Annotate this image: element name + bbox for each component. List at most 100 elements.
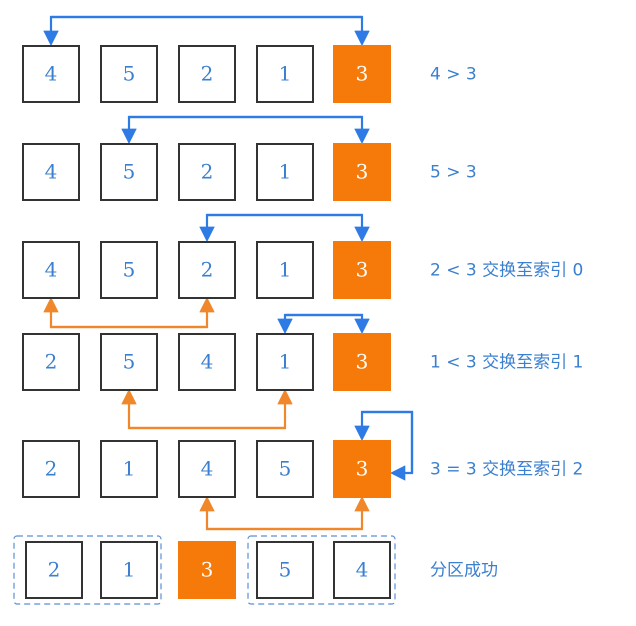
row-6: 2 1 3 5 4 分区成功 [25, 541, 498, 599]
compare-arrow-row-2-left [121, 115, 362, 145]
cell-value: 3 [356, 62, 369, 86]
array-cell: 1 [256, 241, 314, 299]
cell-value: 4 [356, 558, 369, 582]
array-cell: 2 [178, 241, 236, 299]
array-cell: 1 [256, 45, 314, 103]
array-cell: 4 [22, 143, 80, 201]
cell-value: 3 [356, 160, 369, 184]
cell-box [178, 143, 236, 201]
array-cell: 5 [100, 45, 158, 103]
swap-arrow-row-3-left [43, 296, 207, 329]
step-note: 5 > 3 [430, 163, 477, 183]
compare-arrow-row-2-right [129, 115, 370, 145]
pivot-cell: 3 [333, 241, 391, 299]
cell-box [100, 541, 158, 599]
compare-arrow-row-3-left [199, 213, 362, 243]
cell-value: 4 [45, 62, 58, 86]
cell-value: 5 [123, 62, 136, 86]
compare-arrow-row-1-right [51, 15, 370, 47]
pivot-cell: 3 [178, 541, 236, 599]
array-cell: 1 [100, 440, 158, 498]
swap-arrow-row-4-left [121, 388, 285, 430]
cell-value: 2 [201, 160, 214, 184]
array-cell: 2 [22, 333, 80, 391]
cell-box [22, 440, 80, 498]
array-cell: 1 [256, 143, 314, 201]
pivot-cell: 3 [333, 440, 391, 498]
cell-value: 3 [356, 258, 369, 282]
cell-box [333, 541, 391, 599]
cell-box [178, 241, 236, 299]
cell-value: 1 [279, 160, 292, 184]
cell-value: 1 [279, 62, 292, 86]
step-note: 4 > 3 [430, 65, 477, 85]
pivot-cell: 3 [333, 333, 391, 391]
cell-value: 2 [201, 62, 214, 86]
compare-arrow-row-4-right [285, 313, 370, 335]
step-note: 分区成功 [430, 561, 498, 581]
swap-arrow-row-5-left [199, 495, 362, 531]
array-cell: 4 [22, 241, 80, 299]
cell-box [100, 333, 158, 391]
array-cell: 5 [100, 333, 158, 391]
row-3: 4 5 2 1 3 2 < 3 交换至索引 0 [22, 241, 583, 299]
cell-box [100, 45, 158, 103]
array-cell: 2 [25, 541, 83, 599]
cell-box [178, 440, 236, 498]
cell-box [100, 143, 158, 201]
cell-box [22, 241, 80, 299]
pivot-box [333, 241, 391, 299]
array-cell: 2 [178, 143, 236, 201]
cell-value: 5 [123, 258, 136, 282]
cell-box [256, 45, 314, 103]
cell-box [256, 143, 314, 201]
cell-value: 5 [279, 457, 292, 481]
array-cell: 5 [256, 440, 314, 498]
pivot-box [333, 440, 391, 498]
cell-value: 3 [356, 457, 369, 481]
cell-value: 4 [201, 350, 214, 374]
swap-arrow-row-3-right [51, 296, 215, 329]
pivot-cell: 3 [333, 143, 391, 201]
cell-box [256, 333, 314, 391]
cell-box [178, 45, 236, 103]
cell-box [178, 333, 236, 391]
array-cell: 4 [178, 440, 236, 498]
cell-box [100, 440, 158, 498]
row-1: 4 5 2 1 3 4 > 3 [22, 45, 477, 103]
array-cell: 1 [256, 333, 314, 391]
array-cell: 5 [100, 143, 158, 201]
cell-value: 5 [123, 350, 136, 374]
cell-box [256, 241, 314, 299]
step-note: 1 < 3 交换至索引 1 [430, 353, 583, 373]
array-cell: 5 [100, 241, 158, 299]
step-note: 3 = 3 交换至索引 2 [430, 460, 583, 480]
right-partition-group [247, 535, 396, 605]
array-cell: 4 [333, 541, 391, 599]
step-note: 2 < 3 交换至索引 0 [430, 261, 583, 281]
compare-arrow-row-3-right [207, 213, 370, 243]
array-cell: 4 [22, 45, 80, 103]
cell-value: 1 [123, 558, 136, 582]
cell-box [100, 241, 158, 299]
cell-value: 3 [201, 558, 214, 582]
left-partition-group [13, 535, 162, 605]
compare-arrow-row-4-left [277, 313, 362, 335]
cell-value: 2 [201, 258, 214, 282]
cell-box [22, 45, 80, 103]
array-cell: 1 [100, 541, 158, 599]
cell-value: 2 [48, 558, 61, 582]
array-cell: 5 [256, 541, 314, 599]
cell-box [22, 143, 80, 201]
array-cell: 4 [178, 333, 236, 391]
cell-value: 2 [45, 457, 58, 481]
array-cell: 2 [178, 45, 236, 103]
swap-arrow-row-4-right [129, 388, 293, 430]
pivot-box [333, 143, 391, 201]
arrows-layer [43, 15, 414, 531]
